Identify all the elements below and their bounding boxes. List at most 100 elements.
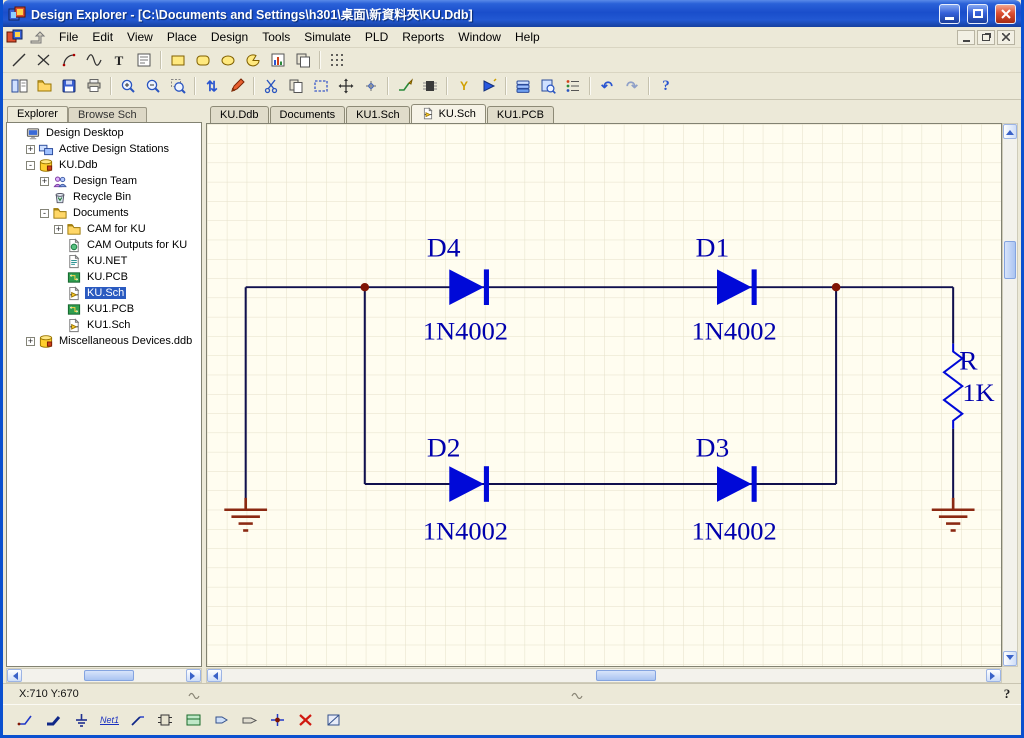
polyline-tool-button[interactable]	[32, 50, 56, 71]
text-frame-tool-button[interactable]	[132, 50, 156, 71]
grid-dots-tool-button[interactable]	[325, 50, 349, 71]
mdi-minimize-button[interactable]	[957, 29, 975, 45]
scroll-left-button[interactable]	[207, 669, 222, 682]
tree-item-ku1-pcb[interactable]: KU1.PCB	[7, 301, 201, 317]
resistor-r[interactable]	[942, 343, 964, 429]
rectangle-tool-button[interactable]	[166, 50, 190, 71]
cut-button[interactable]	[259, 76, 283, 97]
app-icon[interactable]	[8, 6, 26, 22]
menu-simulate[interactable]: Simulate	[304, 30, 351, 44]
menu-file[interactable]: File	[59, 30, 79, 44]
doc-tab-ku1-sch[interactable]: KU1.Sch	[346, 106, 410, 123]
minimize-button[interactable]	[939, 3, 960, 24]
crosshair-button[interactable]	[359, 76, 383, 97]
scroll-track[interactable]	[222, 669, 986, 682]
scroll-thumb[interactable]	[84, 670, 135, 681]
designator-d2[interactable]: D2	[427, 433, 461, 463]
doc-tab-documents[interactable]: Documents	[269, 106, 346, 123]
expand-toggle[interactable]: -	[26, 160, 35, 170]
expand-toggle[interactable]: +	[26, 143, 35, 154]
paste-array-tool-button[interactable]	[291, 50, 315, 71]
zoom-in-button[interactable]	[116, 76, 140, 97]
scroll-right-button[interactable]	[186, 669, 201, 682]
mdi-close-button[interactable]	[997, 29, 1015, 45]
place-sheet-entry-button[interactable]	[209, 709, 234, 732]
tree-item-design-desktop[interactable]: Design Desktop	[7, 125, 201, 141]
value-d4[interactable]: 1N4002	[423, 317, 508, 346]
tree-item-cam-for-ku[interactable]: + CAM for KU	[7, 221, 201, 237]
expand-toggle[interactable]: -	[40, 208, 49, 218]
select-area-button[interactable]	[309, 76, 333, 97]
probe-button[interactable]: Y	[452, 76, 476, 97]
scroll-right-button[interactable]	[986, 669, 1001, 682]
open-document-button[interactable]	[32, 76, 56, 97]
tab-explorer[interactable]: Explorer	[7, 106, 68, 122]
copy-button[interactable]	[284, 76, 308, 97]
menu-edit[interactable]: Edit	[92, 30, 114, 44]
tree-item-miscellaneous-devices[interactable]: + Miscellaneous Devices.ddb	[7, 333, 201, 349]
diode-d4[interactable]	[449, 269, 489, 305]
toggle-browser-button[interactable]	[7, 76, 31, 97]
status-help-button[interactable]: ?	[1003, 686, 1011, 701]
arc-tool-button[interactable]	[57, 50, 81, 71]
value-r[interactable]: 1K	[962, 378, 994, 407]
scroll-track[interactable]	[22, 669, 186, 682]
doc-tab-ku1-pcb[interactable]: KU1.PCB	[486, 106, 554, 123]
close-button[interactable]	[995, 3, 1016, 24]
expand-toggle[interactable]: +	[26, 335, 35, 346]
designator-d4[interactable]: D4	[427, 233, 461, 263]
doc-tab-ku-sch[interactable]: KU.Sch	[410, 104, 486, 123]
canvas-vertical-scrollbar[interactable]	[1002, 123, 1018, 667]
scroll-thumb[interactable]	[1004, 241, 1016, 280]
designator-r[interactable]: R	[959, 346, 978, 376]
value-d1[interactable]: 1N4002	[692, 317, 777, 346]
curve-tool-button[interactable]	[82, 50, 106, 71]
tree-item-cam-outputs-for-ku[interactable]: CAM Outputs for KU	[7, 237, 201, 253]
tree-item-design-team[interactable]: + Design Team	[7, 173, 201, 189]
library-button[interactable]	[511, 76, 535, 97]
expand-toggle[interactable]: +	[54, 223, 63, 234]
value-d2[interactable]: 1N4002	[423, 517, 508, 546]
place-junction-button[interactable]	[265, 709, 290, 732]
place-port-button[interactable]	[237, 709, 262, 732]
place-net-label-button[interactable]: Net1	[97, 709, 122, 732]
tree-item-ku-pcb[interactable]: KU.PCB	[7, 269, 201, 285]
place-wire-button[interactable]	[13, 709, 38, 732]
schematic-canvas[interactable]: D4 1N4002 D1 1N4002 D2 1N4002 D3 1N4002 …	[206, 123, 1002, 667]
undo-button[interactable]: ↶	[595, 76, 619, 97]
scroll-up-button[interactable]	[1003, 124, 1017, 139]
expand-toggle[interactable]: +	[40, 175, 49, 186]
redo-button[interactable]: ↷	[620, 76, 644, 97]
title-bar[interactable]: Design Explorer - [C:\Documents and Sett…	[3, 0, 1021, 27]
place-sheet-symbol-button[interactable]	[181, 709, 206, 732]
scroll-track[interactable]	[1003, 139, 1017, 651]
annotate-button[interactable]	[561, 76, 585, 97]
fit-document-button[interactable]: ⇅	[200, 76, 224, 97]
value-d3[interactable]: 1N4002	[692, 517, 777, 546]
graph-tool-button[interactable]	[266, 50, 290, 71]
mdi-restore-button[interactable]	[977, 29, 995, 45]
line-tool-button[interactable]	[7, 50, 31, 71]
panel-horizontal-scrollbar[interactable]	[6, 668, 202, 683]
zoom-out-button[interactable]	[141, 76, 165, 97]
place-pcb-directive-button[interactable]	[321, 709, 346, 732]
text-tool-button[interactable]: T	[107, 50, 131, 71]
place-power-port-button[interactable]	[69, 709, 94, 732]
document-system-icon[interactable]	[6, 29, 24, 45]
place-part-button[interactable]	[153, 709, 178, 732]
tab-browse-sch[interactable]: Browse Sch	[67, 107, 147, 122]
scroll-thumb[interactable]	[596, 670, 657, 681]
diode-d3[interactable]	[716, 466, 757, 502]
menu-tools[interactable]: Tools	[262, 30, 291, 44]
place-bus-button[interactable]	[41, 709, 66, 732]
place-no-erc-button[interactable]	[293, 709, 318, 732]
scroll-left-button[interactable]	[7, 669, 22, 682]
menu-reports[interactable]: Reports	[402, 30, 445, 44]
menu-pld[interactable]: PLD	[364, 30, 389, 44]
move-button[interactable]	[334, 76, 358, 97]
menu-place[interactable]: Place	[166, 30, 197, 44]
help-button[interactable]: ?	[654, 76, 678, 97]
designator-d1[interactable]: D1	[696, 233, 730, 263]
tree-item-documents[interactable]: - Documents	[7, 205, 201, 221]
up-level-arrow-icon[interactable]	[28, 30, 48, 44]
